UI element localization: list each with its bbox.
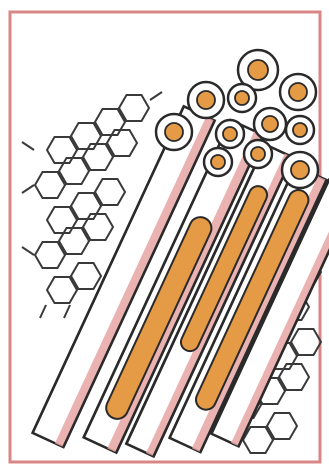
tube-cap-core — [235, 91, 249, 105]
tube-cap-core — [248, 60, 268, 80]
tube-cap-core — [291, 161, 309, 179]
tube-cap-core — [262, 116, 278, 132]
tube-cap-core — [197, 91, 215, 109]
tube-cap-core — [165, 123, 183, 141]
tube-cap-core — [293, 123, 307, 137]
tube-cap-core — [251, 147, 265, 161]
tube-cap-core — [223, 127, 237, 141]
tube-cap-core — [289, 83, 307, 101]
tube-cap-core — [211, 155, 225, 169]
